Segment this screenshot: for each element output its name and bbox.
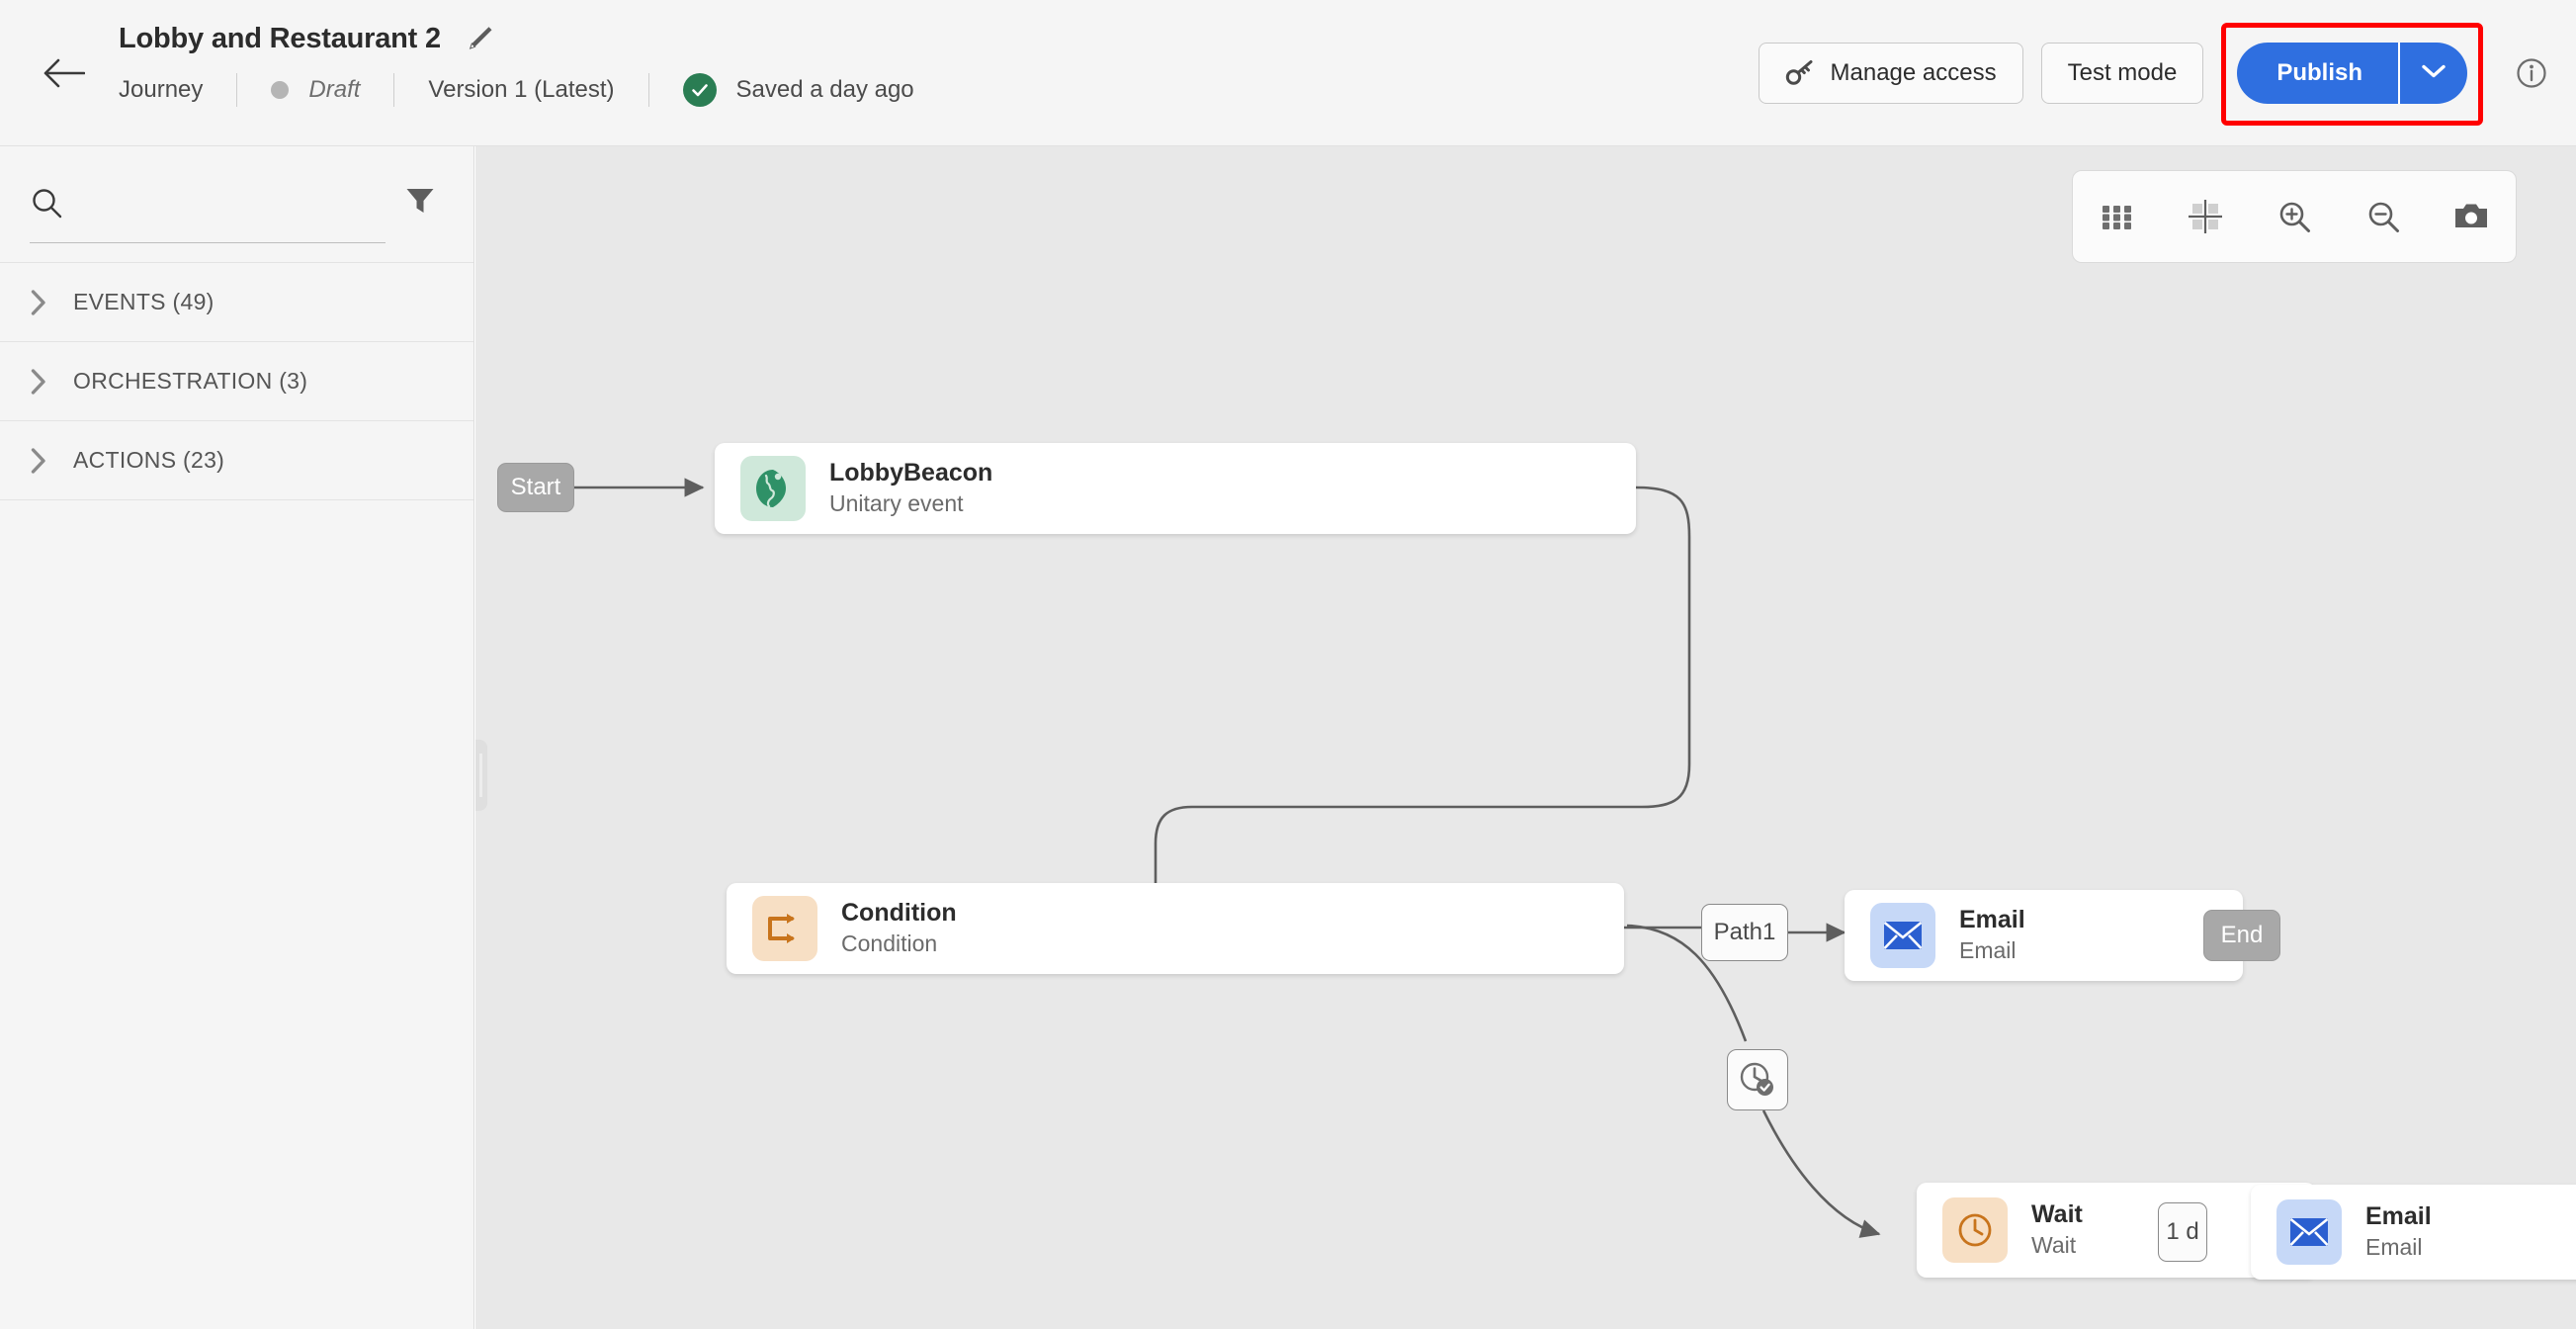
journey-type: Journey <box>119 76 204 103</box>
sidebar-item-label: ORCHESTRATION (3) <box>73 368 308 394</box>
node-subtitle: Email <box>2365 1233 2423 1260</box>
publish-dropdown-button[interactable] <box>2400 43 2467 104</box>
divider <box>236 73 238 107</box>
pencil-icon[interactable] <box>465 24 494 53</box>
clock-check-icon[interactable] <box>1727 1049 1788 1110</box>
node-title: Wait <box>2031 1200 2083 1229</box>
node-subtitle: Condition <box>841 930 938 956</box>
publish-button-group: Publish <box>2221 23 2483 126</box>
flow-connectors <box>574 478 2576 1242</box>
start-node[interactable]: Start <box>497 463 574 512</box>
search-input[interactable] <box>30 182 386 243</box>
check-circle-icon <box>682 73 717 107</box>
test-mode-label: Test mode <box>2067 59 2178 86</box>
sidebar-item-label: ACTIONS (23) <box>73 447 225 473</box>
wait-duration-label: 1 d <box>2166 1218 2199 1245</box>
info-circle-icon[interactable] <box>2515 56 2548 90</box>
end-node[interactable]: End <box>2203 910 2280 961</box>
fit-to-screen-icon[interactable] <box>2174 185 2237 248</box>
end-label: End <box>2220 922 2264 948</box>
saved-status: Saved a day ago <box>682 73 914 107</box>
key-icon <box>1785 60 1815 86</box>
grid-icon[interactable] <box>2086 185 2149 248</box>
node-subtitle: Wait <box>2031 1231 2077 1258</box>
branch-icon <box>752 896 817 961</box>
zoom-out-icon[interactable] <box>2352 185 2415 248</box>
chevron-down-icon <box>2421 63 2447 84</box>
camera-icon[interactable] <box>2440 185 2503 248</box>
node-lobbybeacon[interactable]: LobbyBeacon Unitary event <box>715 443 1636 534</box>
node-title: Email <box>2365 1202 2432 1231</box>
zoom-in-icon[interactable] <box>2263 185 2326 248</box>
status-label: Draft <box>308 76 361 103</box>
manage-access-button[interactable]: Manage access <box>1758 43 2023 104</box>
node-title: Email <box>1959 906 2025 934</box>
node-subtitle: Unitary event <box>829 489 964 516</box>
canvas-toolbar <box>2072 170 2517 263</box>
clock-icon <box>1942 1197 2008 1263</box>
saved-label: Saved a day ago <box>735 76 914 103</box>
chevron-right-icon <box>30 289 69 316</box>
test-mode-button[interactable]: Test mode <box>2040 43 2204 104</box>
divider <box>2398 43 2400 104</box>
start-label: Start <box>510 474 561 500</box>
node-subtitle: Email <box>1959 936 2017 963</box>
sidebar-item-actions[interactable]: ACTIONS (23) <box>0 421 473 500</box>
title-row: Lobby and Restaurant 2 <box>119 10 914 67</box>
wait-duration-badge[interactable]: 1 d <box>2158 1202 2207 1262</box>
arrow-left-icon <box>42 56 86 95</box>
sidebar-item-orchestration[interactable]: ORCHESTRATION (3) <box>0 342 473 421</box>
envelope-icon <box>2276 1199 2342 1265</box>
envelope-icon <box>1870 903 1935 968</box>
node-wait[interactable]: Wait Wait <box>1917 1183 2316 1278</box>
sidebar-resize-handle[interactable] <box>475 740 487 811</box>
header-actions: Manage access Test mode Publish <box>1758 0 2576 146</box>
publish-label: Publish <box>2276 59 2362 86</box>
status-badge: Draft <box>271 76 360 104</box>
chevron-right-icon <box>30 368 69 396</box>
path-label: Path1 <box>1713 919 1776 945</box>
back-button[interactable] <box>36 52 91 98</box>
header-left: Lobby and Restaurant 2 Journey Draft Ver… <box>119 10 914 115</box>
search-area <box>0 146 473 263</box>
node-email-2[interactable]: Email Email <box>2251 1185 2576 1280</box>
chevron-right-icon <box>30 447 69 475</box>
status-dot-icon <box>271 81 290 99</box>
sidebar-item-events[interactable]: EVENTS (49) <box>0 263 473 342</box>
globe-icon <box>740 456 806 521</box>
node-title: Condition <box>841 899 957 928</box>
grip-line <box>478 753 482 797</box>
node-email-1[interactable]: Email Email <box>1845 890 2243 981</box>
node-condition[interactable]: Condition Condition <box>727 883 1624 974</box>
version-label: Version 1 (Latest) <box>428 76 615 103</box>
divider <box>647 73 649 107</box>
left-sidebar: EVENTS (49) ORCHESTRATION (3) ACTIONS (2… <box>0 146 474 1329</box>
app-header: Lobby and Restaurant 2 Journey Draft Ver… <box>0 0 2576 146</box>
sidebar-item-label: EVENTS (49) <box>73 289 215 314</box>
node-title: LobbyBeacon <box>829 459 993 487</box>
meta-row: Journey Draft Version 1 (Latest) Saved a… <box>119 65 914 115</box>
filter-icon[interactable] <box>404 186 436 221</box>
journey-canvas[interactable]: Start LobbyBeacon Unitary event <box>475 146 2576 1329</box>
path-label-badge[interactable]: Path1 <box>1701 904 1788 961</box>
manage-access-label: Manage access <box>1830 59 1997 86</box>
divider <box>393 73 395 107</box>
publish-button[interactable]: Publish <box>2237 43 2398 104</box>
page-title: Lobby and Restaurant 2 <box>119 22 441 54</box>
